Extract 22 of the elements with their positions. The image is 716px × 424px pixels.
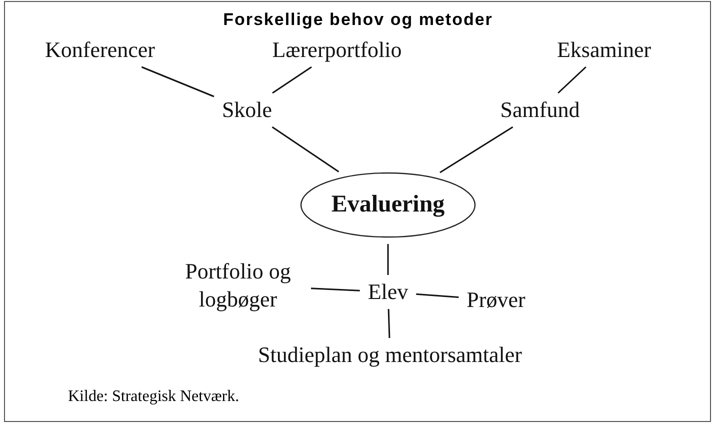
connector-line (416, 293, 459, 298)
connector-line (558, 66, 586, 94)
node-label: Skole (222, 97, 272, 123)
node-label: Evaluering (331, 192, 445, 218)
node-label: Konferencer (45, 37, 155, 63)
source-caption: Kilde: Strategisk Netværk. (68, 388, 240, 406)
node-label: Portfolio og logbøger (173, 258, 303, 312)
node-label: Eksaminer (556, 37, 652, 63)
connector-line (387, 244, 389, 275)
node-label: Prøver (466, 287, 526, 313)
node-label: Lærerportfolio (272, 37, 402, 63)
node-label: Samfund (500, 97, 580, 123)
ellipse-node (300, 172, 476, 238)
node-label: Elev (368, 279, 408, 305)
connector-line (272, 126, 340, 172)
connector-line (388, 308, 390, 338)
diagram-title: Forskellige behov og metoder (223, 10, 493, 30)
connector-line (141, 66, 214, 98)
node-label: Studieplan og mentorsamtaler (258, 342, 522, 368)
connector-line (272, 66, 312, 94)
connector-line (440, 126, 514, 174)
connector-line (310, 288, 360, 292)
